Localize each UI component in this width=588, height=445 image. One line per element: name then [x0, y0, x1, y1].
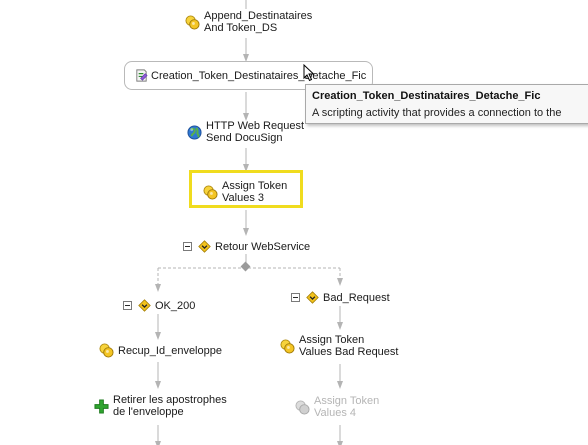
activity-label: Append_Destinataires And Token_DS: [204, 10, 313, 34]
activity-assign-token-values-4[interactable]: Assign Token Values 4: [295, 395, 379, 419]
activity-label: Creation_Token_Destinataires_Detache_Fic: [151, 69, 367, 82]
activity-tooltip: Creation_Token_Destinataires_Detache_Fic…: [305, 84, 588, 124]
activity-creation-token[interactable]: Creation_Token_Destinataires_Detache_Fic: [134, 68, 366, 83]
globe-icon: [187, 124, 202, 140]
activity-label: Retirer les apostrophes de l'enveloppe: [113, 394, 227, 418]
coins-icon: [185, 14, 200, 30]
activity-label: Bad_Request: [323, 291, 390, 304]
script-icon: [136, 69, 148, 82]
diamond-switch-icon: [198, 240, 211, 253]
coins-icon: [280, 338, 295, 354]
activity-label: HTTP Web Request Send DocuSign: [206, 120, 305, 144]
activity-label: OK_200: [155, 299, 196, 312]
plus-icon: [94, 398, 109, 414]
activity-assign-token-values-3[interactable]: Assign Token Values 3: [203, 180, 287, 204]
tooltip-title: Creation_Token_Destinataires_Detache_Fic: [312, 90, 541, 102]
activity-label: Retour WebService: [215, 240, 311, 253]
selection-highlight: [189, 170, 303, 208]
activity-label: Assign Token Values Bad Request: [299, 334, 399, 358]
activity-recup-id-enveloppe[interactable]: Recup_Id_enveloppe: [99, 343, 222, 358]
collapse-minus-icon[interactable]: [123, 301, 132, 310]
branch-ok-200[interactable]: OK_200: [123, 299, 195, 312]
diamond-switch-icon: [306, 291, 319, 304]
activity-assign-token-bad-request[interactable]: Assign Token Values Bad Request: [280, 334, 398, 358]
activity-label: Assign Token Values 4: [314, 395, 380, 419]
coins-icon: [203, 184, 218, 200]
activity-label: Recup_Id_enveloppe: [118, 344, 222, 357]
mouse-cursor-icon: [303, 64, 315, 82]
activity-label: Assign Token Values 3: [222, 180, 288, 204]
coins-icon: [99, 343, 114, 358]
activity-append-destinataires[interactable]: Append_Destinataires And Token_DS: [185, 10, 312, 34]
activity-http-web-request[interactable]: HTTP Web Request Send DocuSign: [187, 120, 304, 144]
branch-bad-request[interactable]: Bad_Request: [291, 291, 390, 304]
collapse-minus-icon[interactable]: [291, 293, 300, 302]
activity-retour-webservice[interactable]: Retour WebService: [183, 240, 310, 253]
tooltip-description: A scripting activity that provides a con…: [312, 107, 562, 119]
activity-retirer-apostrophes[interactable]: Retirer les apostrophes de l'enveloppe: [94, 394, 227, 418]
collapse-minus-icon[interactable]: [183, 242, 192, 251]
coins-icon: [295, 399, 310, 415]
diamond-switch-icon: [138, 299, 151, 312]
